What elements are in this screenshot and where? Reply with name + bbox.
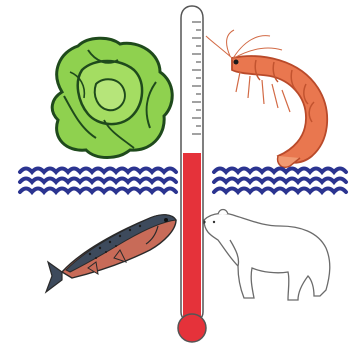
water-waves-left — [20, 169, 176, 193]
thermometer-bulb — [178, 314, 206, 342]
thermometer-icon — [178, 6, 206, 342]
water-waves-right — [214, 169, 346, 193]
polar-bear-icon — [202, 210, 329, 301]
cabbage-icon — [52, 38, 172, 157]
mercury-column — [183, 153, 201, 318]
shrimp-icon — [206, 30, 327, 167]
salmon-icon — [46, 215, 176, 292]
